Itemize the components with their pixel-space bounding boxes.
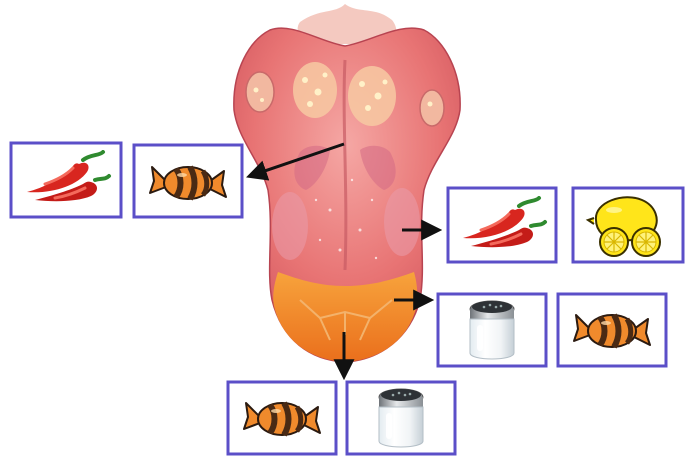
taste-group-left-mid [11,143,242,217]
taste-group-bottom [228,382,455,454]
salt-shaker-icon [379,389,423,447]
salt-shaker-icon [470,301,514,359]
tongue-illustration [234,4,460,362]
taste-group-right-lower [438,294,666,366]
taste-group-right-upper [448,188,683,262]
